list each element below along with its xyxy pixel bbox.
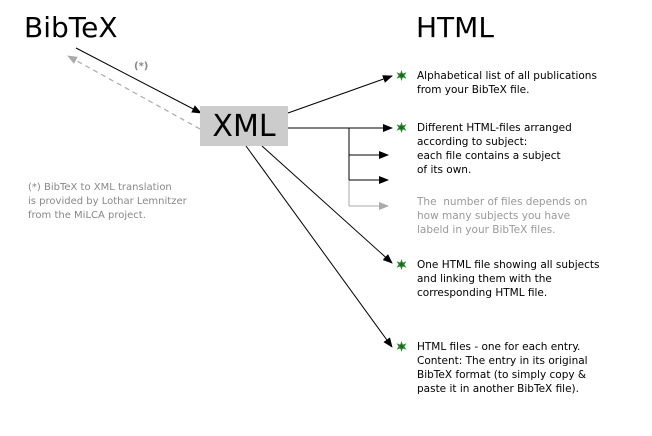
arrow-to-entry-files xyxy=(245,145,393,348)
output-alphabetical-list: Alphabetical list of all publications fr… xyxy=(417,70,597,96)
arrow-to-overview xyxy=(261,145,393,264)
arrow-to-alphabetical xyxy=(287,75,393,114)
output-number-of-files-note: The number of files depends on how many … xyxy=(417,196,588,236)
bullet-icon xyxy=(396,259,407,270)
output-overview-file: One HTML file showing all subjects and l… xyxy=(417,259,600,299)
arrow-xml-to-bibtex-dashed xyxy=(67,55,201,130)
bullet-icon xyxy=(396,122,407,133)
arrow-bibtex-to-xml xyxy=(75,47,202,114)
output-subject-files: Different HTML-files arranged according … xyxy=(417,122,572,176)
output-entry-files: HTML files - one for each entry. Content… xyxy=(417,341,588,395)
title-html: HTML xyxy=(416,11,494,44)
bullet-icon xyxy=(396,70,407,81)
bullet-icon xyxy=(396,341,407,352)
footnote-marker: (*) xyxy=(134,61,149,72)
title-bibtex: BibTeX xyxy=(24,11,118,44)
xml-label: XML xyxy=(212,108,276,144)
xml-box: XML xyxy=(200,106,288,146)
translation-note: (*) BibTeX to XML translation is provide… xyxy=(28,182,187,221)
